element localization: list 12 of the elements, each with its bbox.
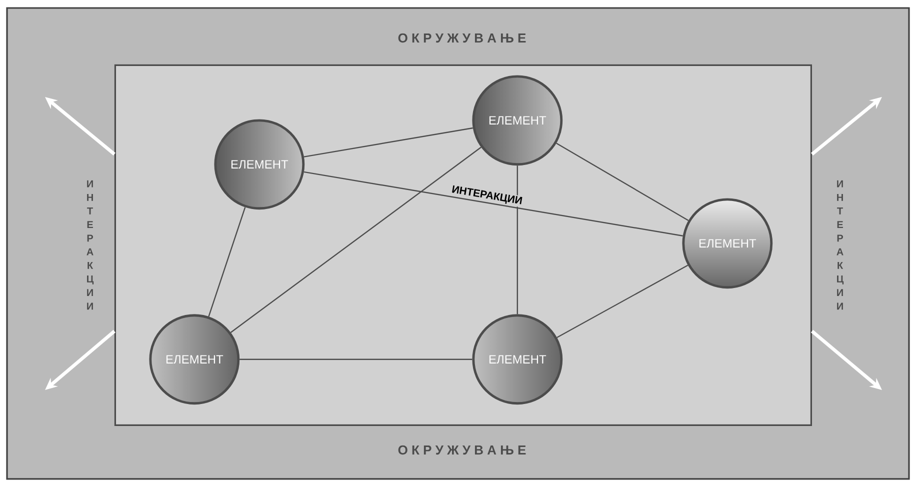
- connector-line: [304, 127, 473, 158]
- connector-line: [208, 207, 246, 317]
- connector-line: [240, 358, 472, 360]
- vertical-label: И Н Т Е Р А К Ц И И: [836, 180, 844, 310]
- heading: О К Р У Ж У В А Њ Е: [398, 445, 526, 455]
- vertical-label: И Н Т Е Р А К Ц И И: [86, 180, 94, 310]
- connector-line: [230, 146, 482, 333]
- connector-line: [556, 264, 688, 338]
- connector-line: [304, 171, 683, 236]
- heading: О К Р У Ж У В А Њ Е: [398, 33, 526, 43]
- connector-line: [556, 142, 689, 222]
- connector-line: [516, 166, 518, 314]
